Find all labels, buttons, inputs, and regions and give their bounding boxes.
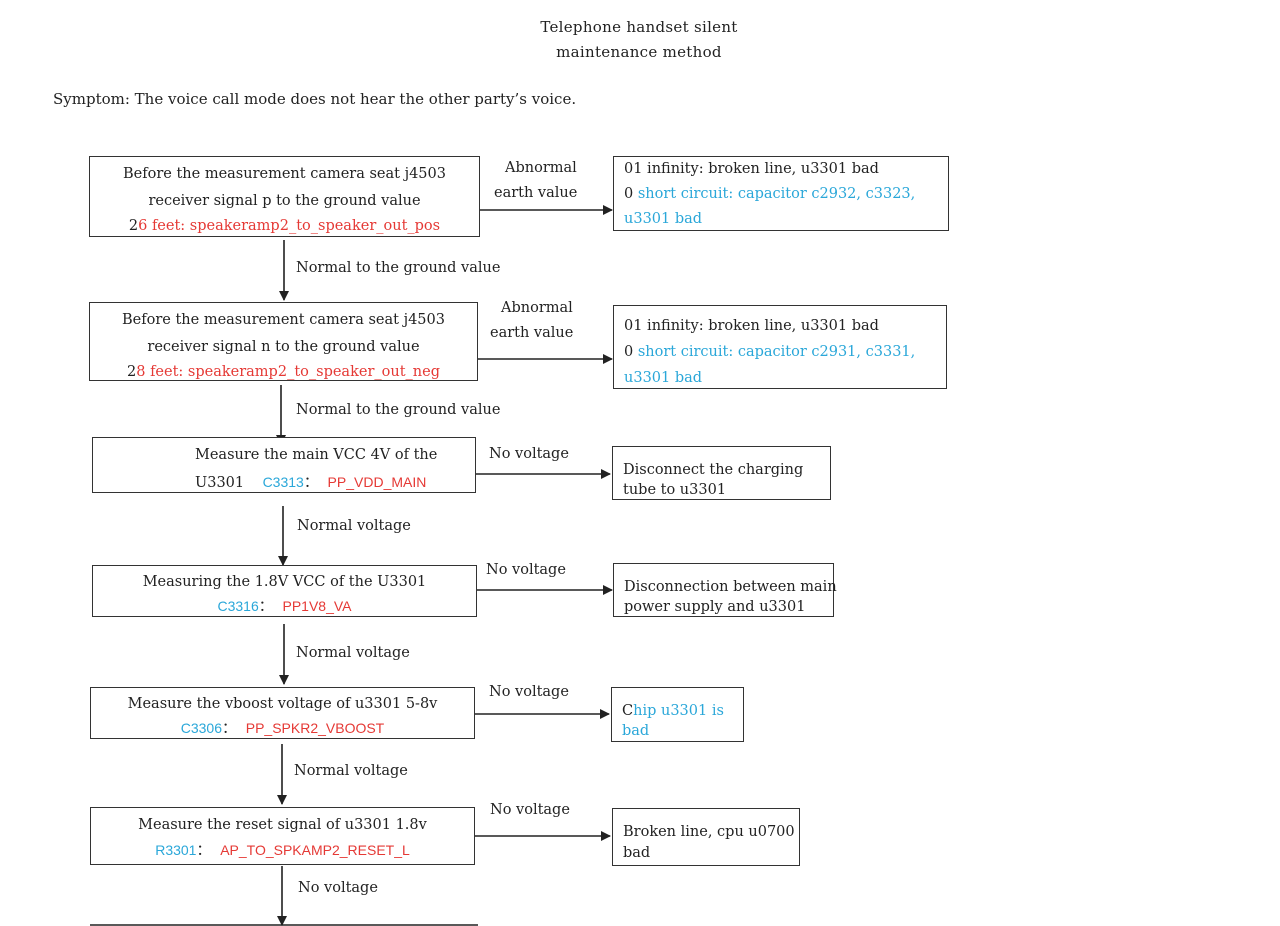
result-box-5: Chip u3301 is bad: [611, 687, 744, 742]
step-4-line-1: Measuring the 1.8V VCC of the U3301: [142, 574, 427, 590]
result-3-line-1: Disconnect the charging: [623, 462, 804, 478]
step-5-line-2: C3306： PP_SPKR2_VBOOST: [180, 720, 385, 737]
flow-label-3: Normal voltage: [297, 518, 411, 534]
step-3-line-2: U3301 C3313： PP_VDD_MAIN: [195, 474, 427, 491]
result-2-line-1: 01 infinity: broken line, u3301 bad: [624, 318, 879, 334]
branch-label-4: No voltage: [486, 562, 566, 578]
step-box-1: Before the measurement camera seat j4503…: [89, 156, 480, 237]
result-5-line-1: Chip u3301 is: [622, 703, 724, 719]
step-box-4: Measuring the 1.8V VCC of the U3301 C331…: [92, 565, 477, 617]
step-5-line-1: Measure the vboost voltage of u3301 5-8v: [127, 696, 438, 712]
result-3-line-2: tube to u3301: [623, 482, 727, 498]
branch-label-5: No voltage: [489, 684, 569, 700]
flow-label-1: Normal to the ground value: [296, 260, 501, 276]
result-1-line-2: 0 short circuit: capacitor c2932, c3323,: [624, 186, 916, 202]
title-line-1: Telephone handset silent: [540, 18, 738, 36]
result-box-3: Disconnect the charging tube to u3301: [612, 446, 831, 500]
step-6-line-2: R3301： AP_TO_SPKAMP2_RESET_L: [155, 842, 410, 859]
result-box-2: 01 infinity: broken line, u3301 bad 0 sh…: [613, 305, 947, 389]
result-box-1: 01 infinity: broken line, u3301 bad 0 sh…: [613, 156, 949, 231]
flow-label-5: Normal voltage: [294, 763, 408, 779]
result-box-6: Broken line, cpu u0700 bad: [612, 808, 800, 866]
branch-label-3: No voltage: [489, 446, 569, 462]
result-4-line-1: Disconnection between main: [624, 579, 837, 595]
result-5-line-2: bad: [622, 723, 650, 739]
page-title: Telephone handset silent maintenance met…: [0, 15, 1278, 65]
branch-label-6: No voltage: [490, 802, 570, 818]
branch-label-1b: earth value: [494, 185, 578, 201]
step-2-line-2: receiver signal n to the ground value: [147, 339, 420, 355]
result-6-line-1: Broken line, cpu u0700: [623, 824, 795, 840]
step-1-line-2: receiver signal p to the ground value: [148, 193, 421, 209]
symptom-text: Symptom: The voice call mode does not he…: [53, 90, 577, 108]
step-4-line-2: C3316： PP1V8_VA: [217, 598, 352, 615]
branch-label-1a: Abnormal: [505, 160, 577, 176]
step-3-line-1: Measure the main VCC 4V of the: [195, 447, 438, 463]
title-line-2: maintenance method: [556, 43, 722, 61]
branch-label-2a: Abnormal: [501, 300, 573, 316]
result-1-line-3: u3301 bad: [624, 211, 703, 227]
result-4-line-2: power supply and u3301: [624, 599, 806, 615]
step-2-line-3: 28 feet: speakeramp2_to_speaker_out_neg: [127, 364, 440, 380]
branch-label-2b: earth value: [490, 325, 574, 341]
step-6-line-1: Measure the reset signal of u3301 1.8v: [138, 817, 427, 833]
step-box-3: Measure the main VCC 4V of the U3301 C33…: [92, 437, 476, 493]
step-2-line-1: Before the measurement camera seat j4503: [122, 312, 445, 328]
flow-label-4: Normal voltage: [296, 645, 410, 661]
step-1-line-1: Before the measurement camera seat j4503: [123, 166, 446, 182]
result-6-line-2: bad: [623, 845, 651, 861]
step-box-2: Before the measurement camera seat j4503…: [89, 302, 478, 381]
step-box-6: Measure the reset signal of u3301 1.8v R…: [90, 807, 475, 865]
result-2-line-2: 0 short circuit: capacitor c2931, c3331,: [624, 344, 916, 360]
step-1-line-3: 26 feet: speakeramp2_to_speaker_out_pos: [128, 218, 441, 234]
result-box-4: Disconnection between main power supply …: [613, 563, 837, 617]
flow-label-2: Normal to the ground value: [296, 402, 501, 418]
result-2-line-3: u3301 bad: [624, 370, 703, 386]
result-1-line-1: 01 infinity: broken line, u3301 bad: [624, 161, 879, 177]
flow-label-6: No voltage: [298, 880, 378, 896]
step-box-5: Measure the vboost voltage of u3301 5-8v…: [90, 687, 475, 739]
